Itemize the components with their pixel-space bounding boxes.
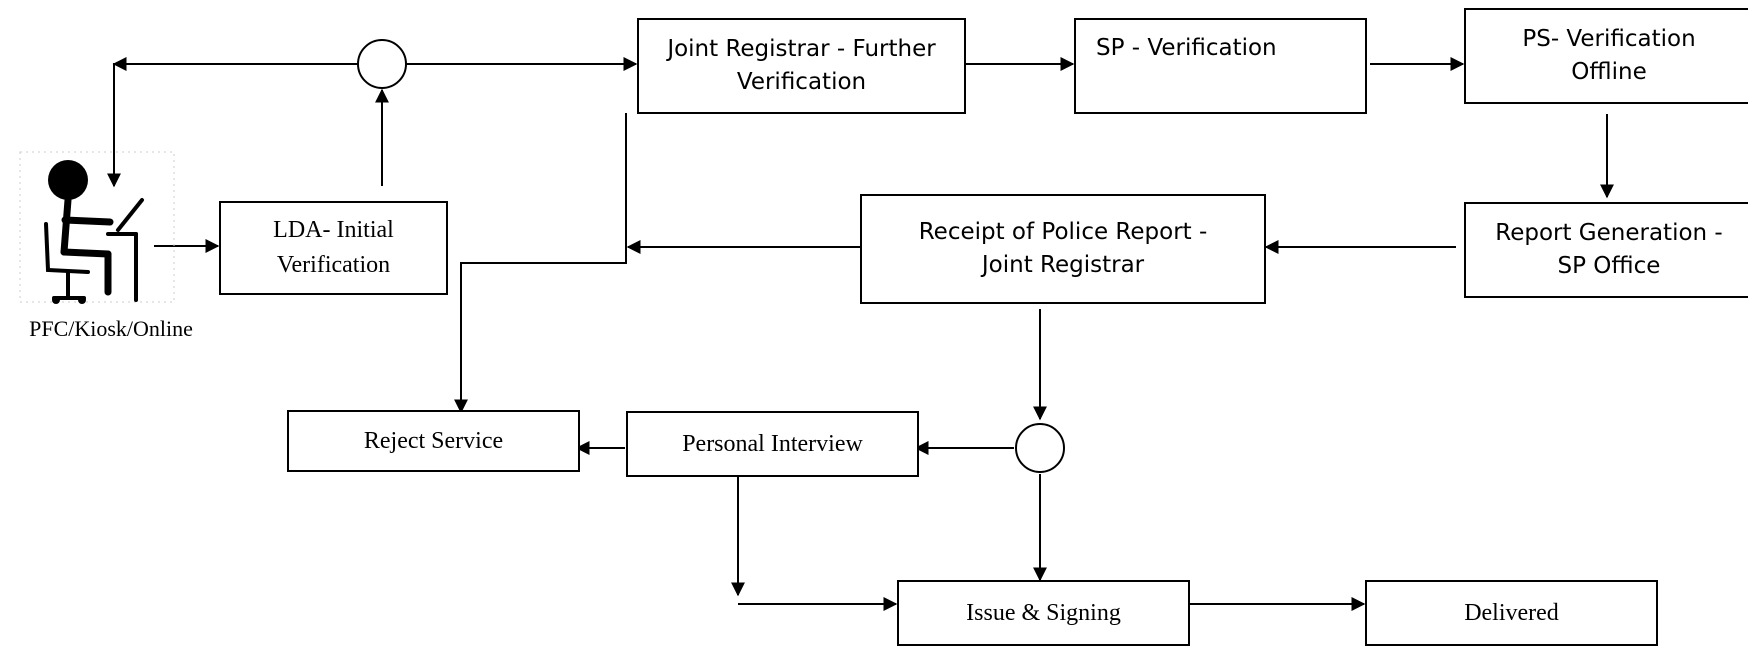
node-ps-verification-offline: PS- Verification Offline — [1464, 8, 1748, 104]
node-report-generation-sp-office: Report Generation - SP Office — [1464, 202, 1748, 298]
node-delivered: Delivered — [1365, 580, 1658, 646]
junction-circle-top — [357, 39, 407, 89]
node-label: Report Generation - SP Office — [1495, 219, 1723, 279]
node-label: SP - Verification — [1096, 35, 1277, 61]
node-label: PS- Verification Offline — [1522, 25, 1696, 85]
node-personal-interview: Personal Interview — [626, 411, 919, 477]
node-issue-signing: Issue & Signing — [897, 580, 1190, 646]
node-sp-verification: SP - Verification — [1074, 18, 1367, 114]
junction-circle-bottom — [1015, 423, 1065, 473]
node-receipt-police-report: Receipt of Police Report - Joint Registr… — [860, 194, 1266, 304]
node-label: Delivered — [1464, 599, 1559, 626]
node-reject-service: Reject Service — [287, 410, 580, 472]
node-lda-initial-verification: LDA- Initial Verification — [219, 201, 448, 295]
person-at-computer-icon — [19, 151, 175, 304]
node-label: Issue & Signing — [966, 599, 1121, 626]
node-label: Joint Registrar - Further Verification — [667, 35, 936, 95]
node-joint-registrar-further-verification: Joint Registrar - Further Verification — [637, 18, 966, 114]
node-label: Personal Interview — [682, 430, 863, 457]
node-label: Reject Service — [363, 427, 504, 454]
node-label: Receipt of Police Report - Joint Registr… — [918, 218, 1208, 278]
applicant-channel-label: PFC/Kiosk/Online — [29, 316, 193, 341]
edge-joint-registrar-to-reject — [454, 113, 627, 414]
node-label: LDA- Initial Verification — [273, 217, 394, 278]
